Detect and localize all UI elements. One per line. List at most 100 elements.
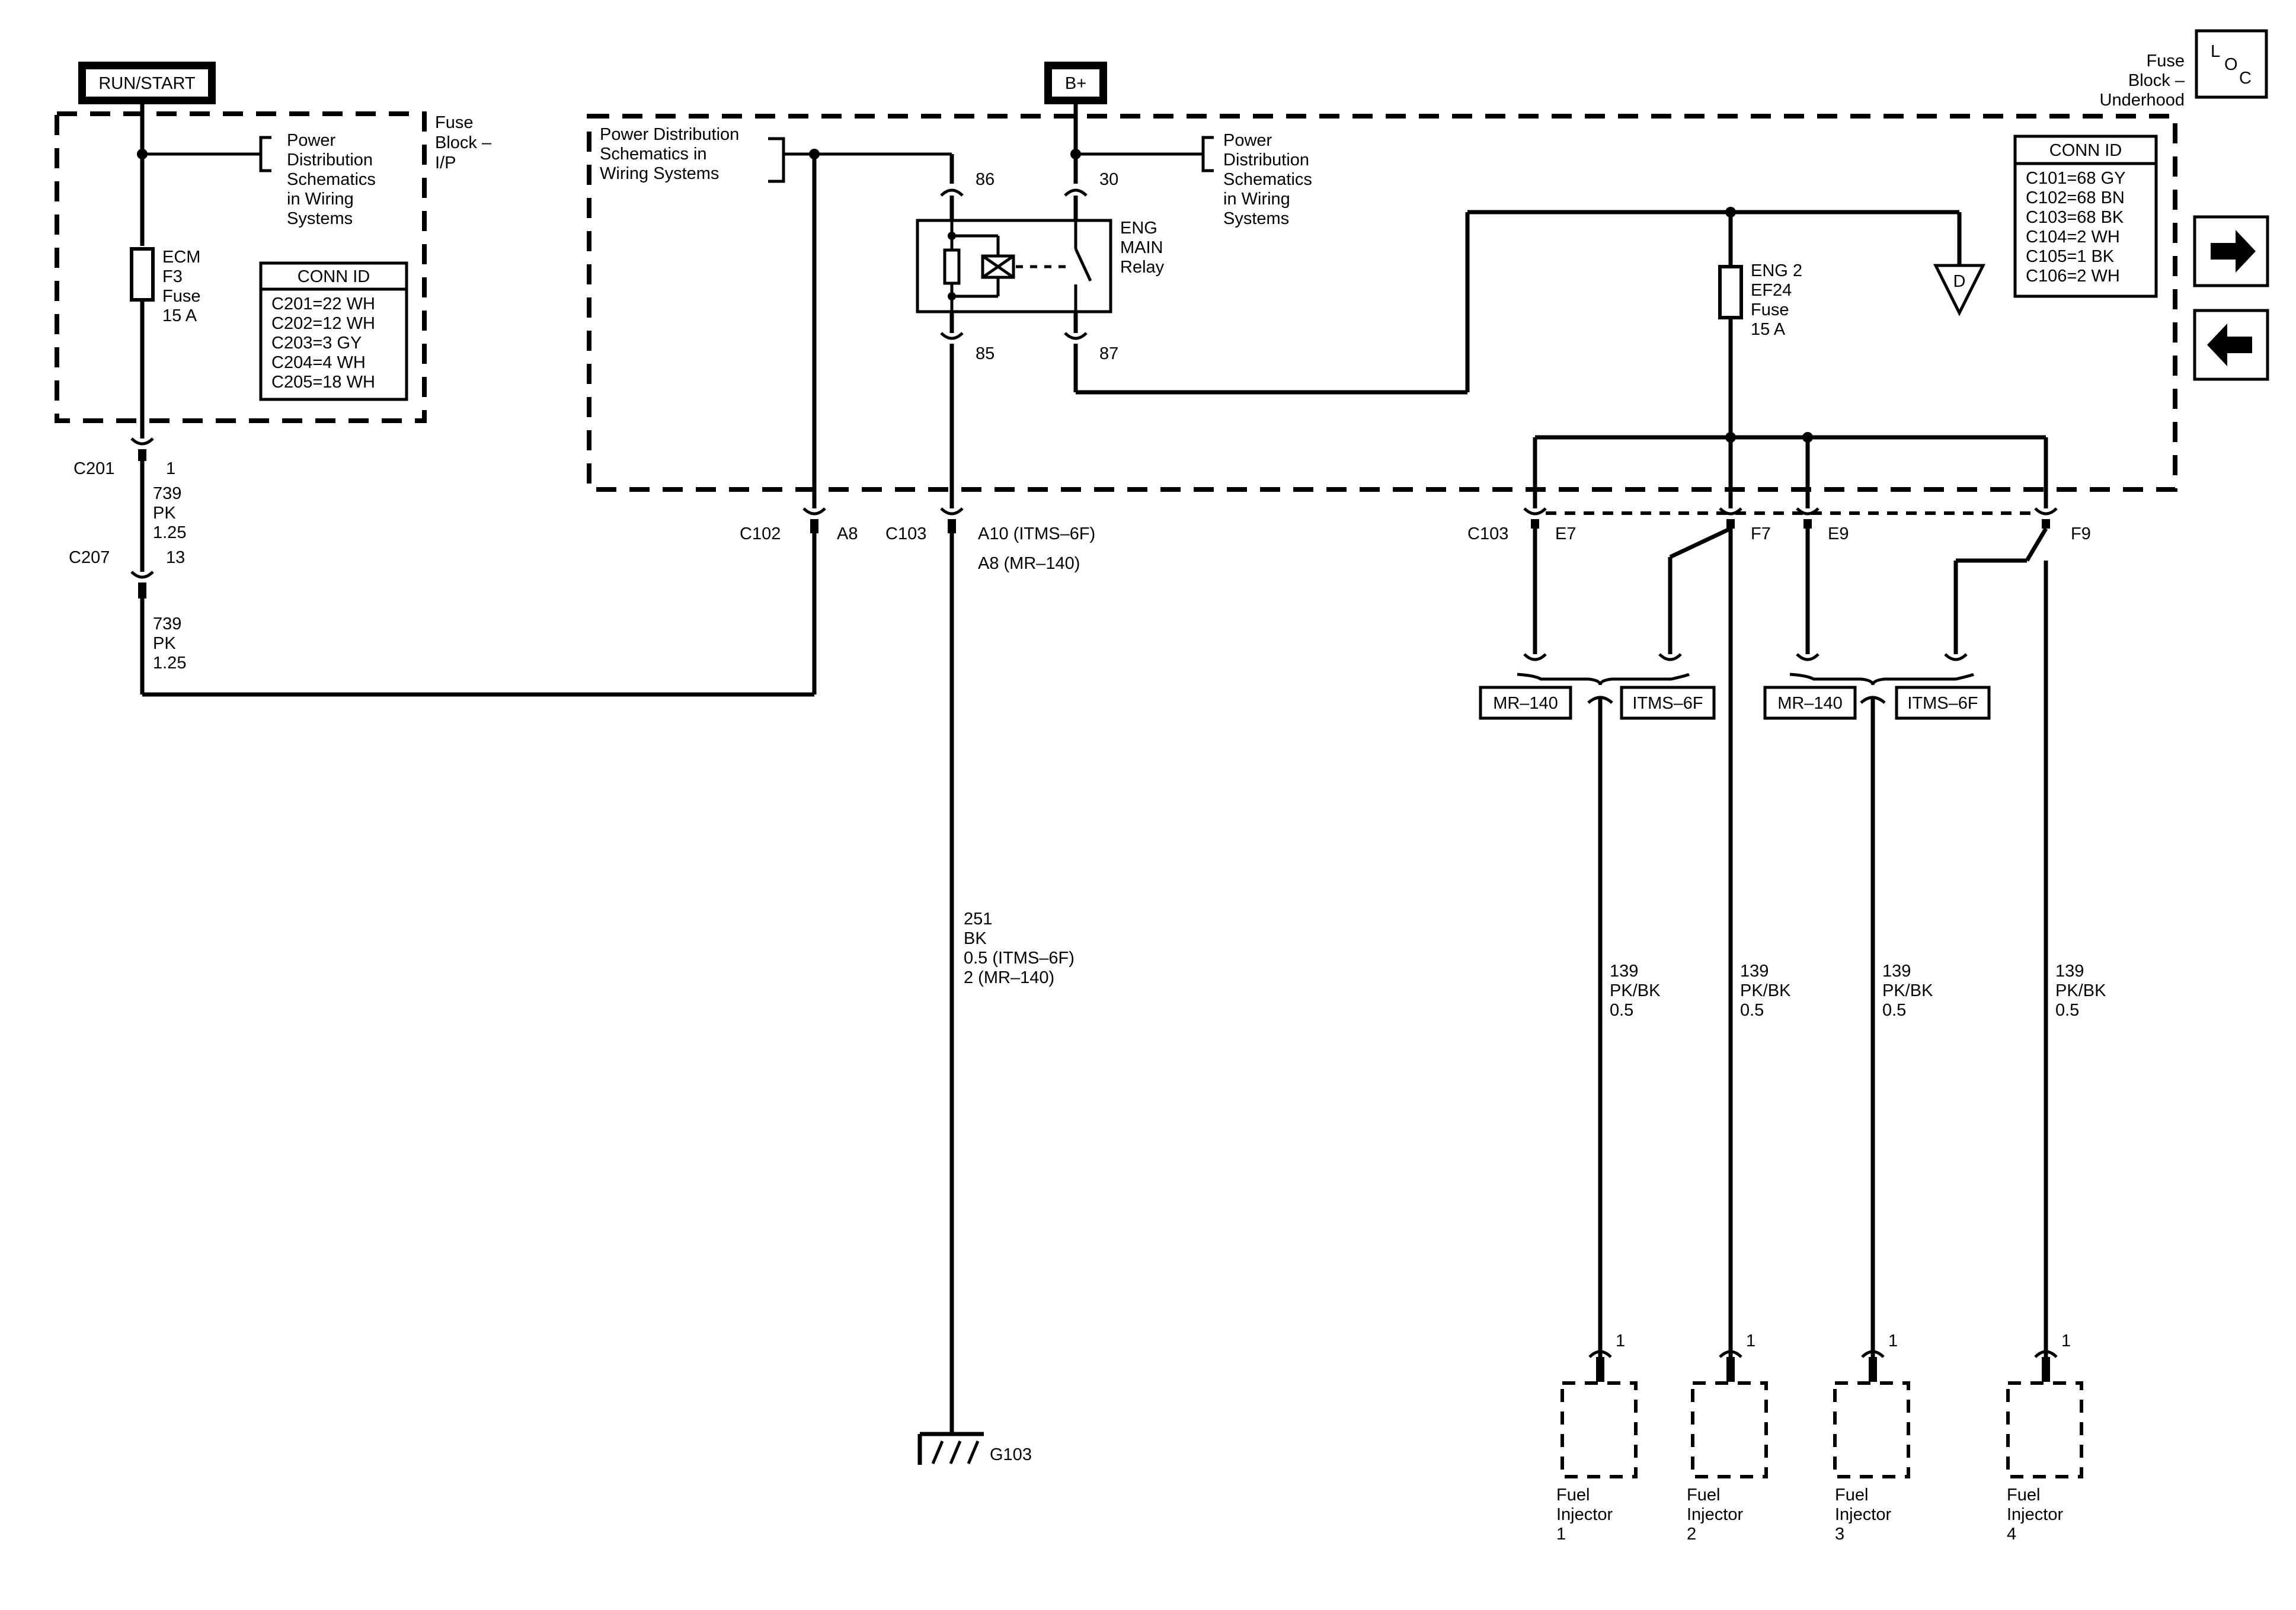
svg-text:C203=3 GY: C203=3 GY	[271, 334, 362, 353]
svg-text:CONN ID: CONN ID	[2049, 141, 2122, 160]
svg-text:0.5: 0.5	[1882, 1001, 1906, 1020]
svg-text:C207: C207	[69, 548, 110, 567]
b-plus-label: B+	[1044, 62, 1107, 104]
svg-text:85: 85	[976, 344, 994, 363]
svg-text:MR–140: MR–140	[1777, 694, 1843, 713]
wire-739-label-1: 739 PK 1.25	[153, 484, 186, 542]
relay-label: ENG MAIN Relay	[1120, 219, 1165, 277]
svg-text:Distribution: Distribution	[1223, 151, 1309, 169]
power-distribution-ref-right[interactable]: Power Distribution Schematics in Wiring …	[1223, 131, 1312, 228]
svg-text:Fuse: Fuse	[2147, 52, 2185, 71]
variant-box-itms6f-2: ITMS–6F	[1895, 686, 1991, 720]
fuse-block-underhood-label: Fuse Block – Underhood	[2100, 52, 2185, 110]
connector-c103-injectors: C103 E7 F7 E9 F9	[1467, 507, 2091, 543]
svg-text:Block –: Block –	[2128, 71, 2185, 90]
svg-text:739: 739	[153, 614, 181, 633]
svg-text:Injector: Injector	[1835, 1505, 1891, 1524]
arrow-left-icon[interactable]	[2193, 309, 2269, 381]
svg-text:139: 139	[2055, 962, 2084, 981]
svg-text:87: 87	[1099, 344, 1118, 363]
eng-main-relay	[916, 219, 1112, 313]
svg-text:Schematics: Schematics	[287, 170, 376, 189]
svg-text:Injector: Injector	[2007, 1505, 2063, 1524]
eng2-fuse-label: ENG 2 EF24 Fuse 15 A	[1751, 261, 1802, 339]
svg-text:C205=18 WH: C205=18 WH	[271, 373, 375, 392]
svg-text:Relay: Relay	[1120, 258, 1165, 277]
svg-text:BK: BK	[964, 929, 987, 948]
svg-text:Power: Power	[287, 131, 336, 150]
svg-text:Fuel: Fuel	[1687, 1486, 1720, 1505]
svg-text:Power Distribution: Power Distribution	[600, 125, 739, 144]
wire-139-label-3: 139 PK/BK 0.5	[1882, 962, 1933, 1020]
offpage-d-icon[interactable]: D	[1933, 264, 1986, 316]
svg-text:1: 1	[1556, 1525, 1566, 1544]
svg-text:C101=68 GY: C101=68 GY	[2026, 169, 2125, 188]
ecm-fuse-label: ECM F3 Fuse 15 A	[162, 248, 200, 325]
fuse-block-underhood-outline	[587, 114, 2177, 492]
svg-text:1: 1	[1616, 1331, 1625, 1350]
wire-139-label-4: 139 PK/BK 0.5	[2055, 962, 2106, 1020]
svg-text:C103: C103	[885, 524, 926, 543]
svg-text:ENG 2: ENG 2	[1751, 261, 1802, 280]
ecm-fuse	[130, 247, 155, 302]
power-distribution-ref-mid[interactable]: Power Distribution Schematics in Wiring …	[600, 125, 739, 183]
ground-label: G103	[990, 1445, 1032, 1464]
svg-text:Fuel: Fuel	[1835, 1486, 1868, 1505]
svg-text:O: O	[2224, 55, 2238, 74]
svg-text:C102=68 BN: C102=68 BN	[2026, 188, 2125, 207]
svg-text:PK: PK	[153, 504, 176, 523]
arrow-right-icon[interactable]	[2193, 215, 2269, 287]
fuel-injector-3: 1 Fuel Injector 3	[1833, 1331, 1910, 1544]
svg-text:Distribution: Distribution	[287, 151, 373, 169]
connector-c207: C207 13	[69, 548, 185, 598]
variant-box-mr140-1: MR–140	[1479, 686, 1572, 720]
svg-text:I/P: I/P	[435, 153, 456, 172]
svg-text:2 (MR–140): 2 (MR–140)	[964, 968, 1054, 987]
svg-text:Fuel: Fuel	[1556, 1486, 1590, 1505]
svg-text:Schematics: Schematics	[1223, 170, 1312, 189]
svg-text:MAIN: MAIN	[1120, 238, 1163, 257]
conn-id-table-ip: CONN ID C201=22 WH C202=12 WH C203=3 GY …	[259, 261, 408, 401]
variant-brace-left	[1517, 653, 1690, 686]
svg-text:Systems: Systems	[1223, 209, 1289, 228]
svg-text:MR–140: MR–140	[1493, 694, 1558, 713]
wire-739-label-2: 739 PK 1.25	[153, 614, 186, 673]
svg-text:ITMS–6F: ITMS–6F	[1907, 694, 1978, 713]
svg-text:C103: C103	[1467, 524, 1508, 543]
svg-text:Power: Power	[1223, 131, 1272, 150]
svg-text:15 A: 15 A	[162, 306, 197, 325]
svg-text:C103=68 BK: C103=68 BK	[2026, 208, 2124, 227]
svg-text:F9: F9	[2071, 524, 2091, 543]
svg-text:139: 139	[1610, 962, 1638, 981]
svg-text:2: 2	[1687, 1525, 1696, 1544]
svg-text:139: 139	[1740, 962, 1769, 981]
svg-text:PK/BK: PK/BK	[1740, 981, 1791, 1000]
fuel-injector-2: 1 Fuel Injector 2	[1687, 1331, 1768, 1544]
svg-text:PK/BK: PK/BK	[2055, 981, 2106, 1000]
loc-icon[interactable]: L O C	[2195, 29, 2268, 99]
wire-139-label-1: 139 PK/BK 0.5	[1610, 962, 1661, 1020]
svg-text:Fuse: Fuse	[1751, 300, 1789, 319]
svg-text:in Wiring: in Wiring	[287, 190, 354, 209]
svg-text:C204=4 WH: C204=4 WH	[271, 353, 366, 372]
svg-text:Schematics in: Schematics in	[600, 145, 707, 164]
connector-c201: C201 1	[73, 437, 175, 478]
svg-text:1.25: 1.25	[153, 654, 186, 673]
svg-text:3: 3	[1835, 1525, 1844, 1544]
svg-text:A8: A8	[837, 524, 858, 543]
svg-text:ECM: ECM	[162, 248, 200, 267]
svg-text:in Wiring: in Wiring	[1223, 190, 1290, 209]
svg-text:C202=12 WH: C202=12 WH	[271, 314, 375, 333]
power-distribution-ref-left[interactable]: Power Distribution Schematics in Wiring …	[287, 131, 376, 228]
svg-text:251: 251	[964, 910, 992, 929]
variant-box-itms6f-1: ITMS–6F	[1620, 686, 1716, 720]
svg-text:D: D	[1953, 272, 1966, 291]
svg-text:30: 30	[1099, 170, 1118, 189]
svg-text:Wiring Systems: Wiring Systems	[600, 164, 719, 183]
svg-text:0.5: 0.5	[1610, 1001, 1633, 1020]
svg-text:1: 1	[2061, 1331, 2071, 1350]
svg-text:C104=2 WH: C104=2 WH	[2026, 228, 2120, 247]
svg-text:ITMS–6F: ITMS–6F	[1632, 694, 1703, 713]
conn-id-table-underhood: CONN ID C101=68 GY C102=68 BN C103=68 BK…	[2013, 135, 2158, 298]
b-plus-text: B+	[1065, 74, 1086, 93]
